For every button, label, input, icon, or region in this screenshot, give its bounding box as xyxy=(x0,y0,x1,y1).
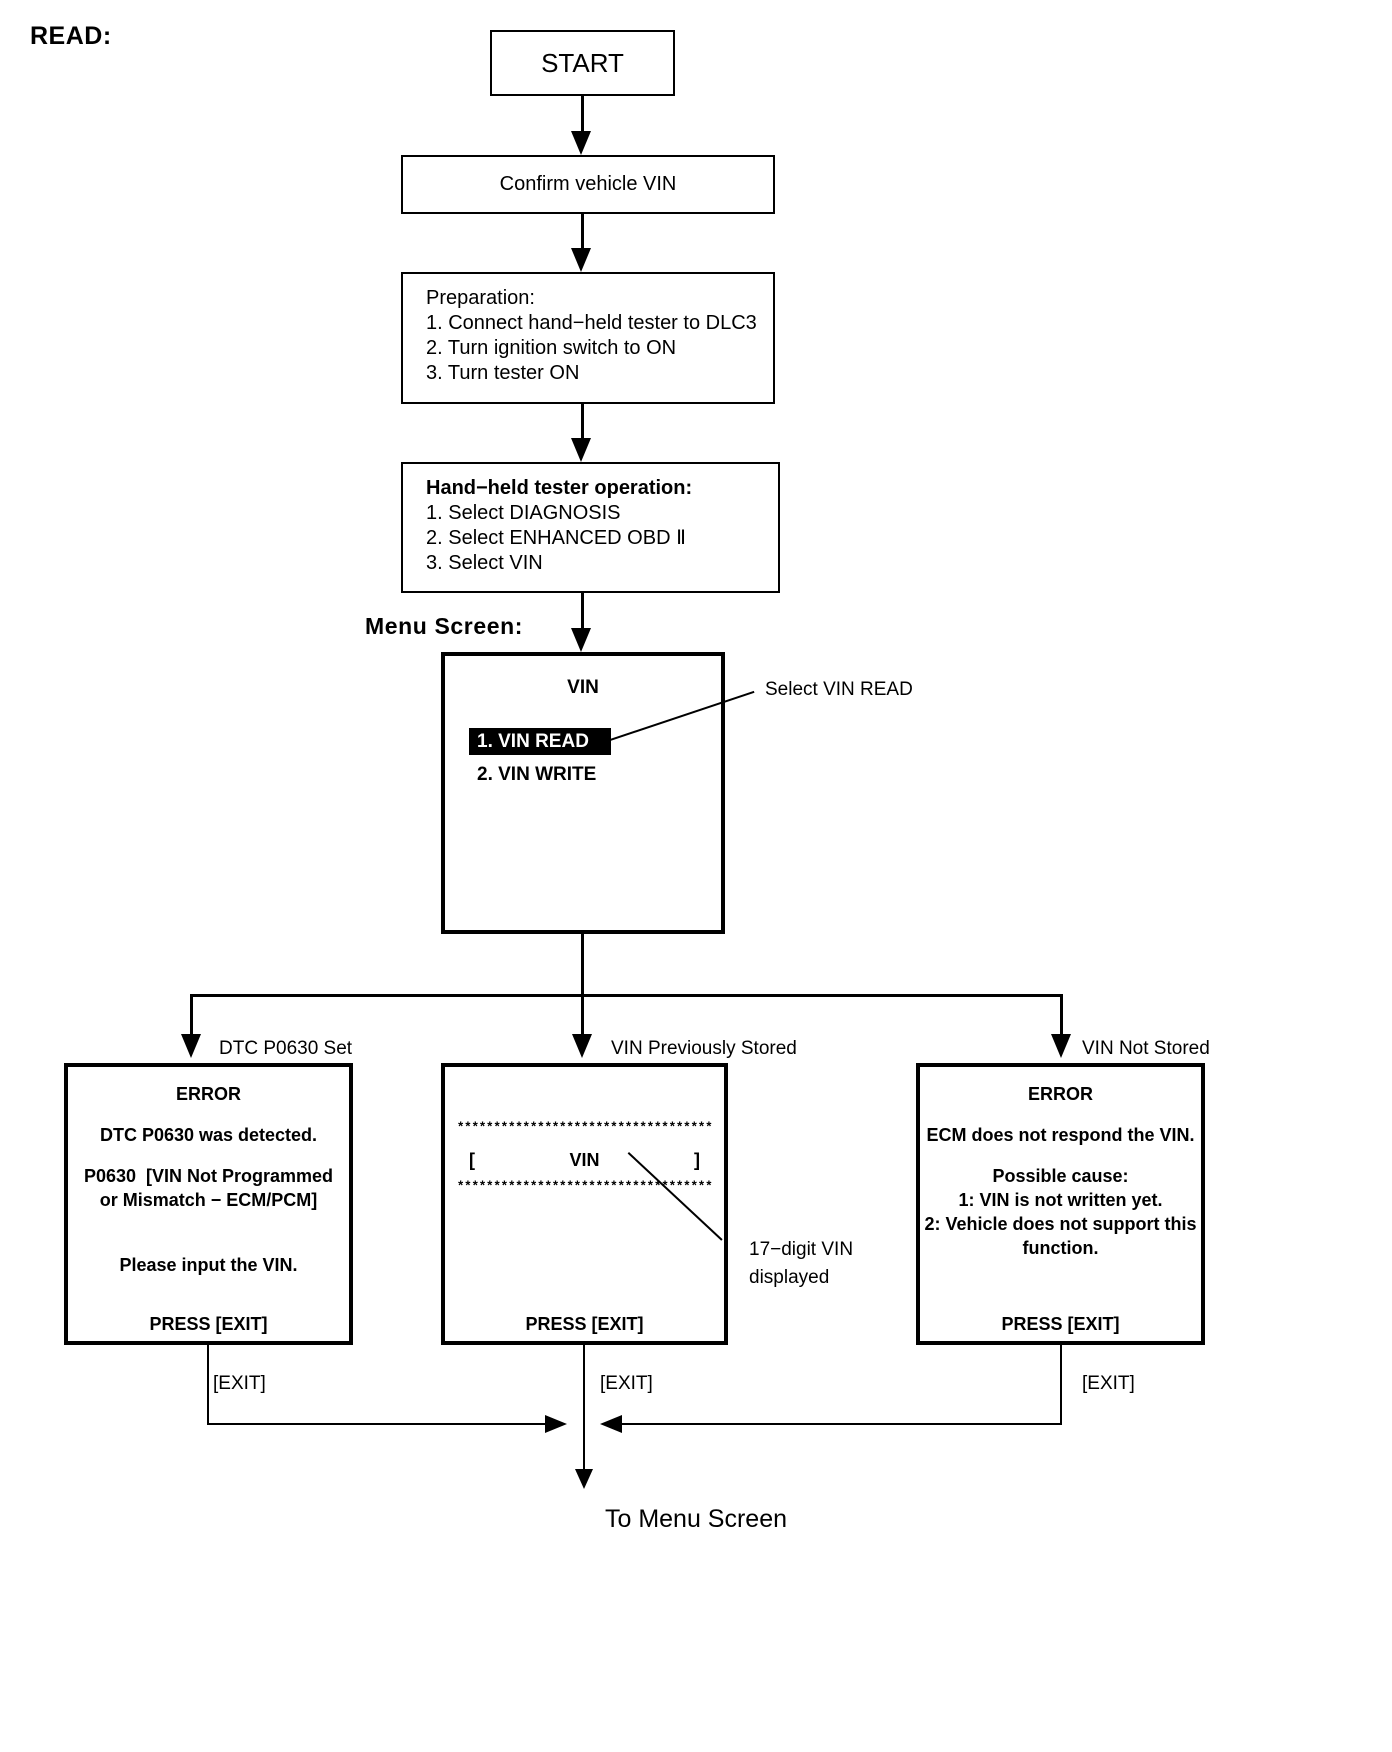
error-left-line-2: P0630 [VIN Not Programmed xyxy=(83,1166,334,1186)
confirm-vin-node: Confirm vehicle VIN xyxy=(401,155,775,214)
connector-merge-footer xyxy=(583,1423,585,1475)
vin-display-screen: *********************************** [ VI… xyxy=(441,1063,728,1345)
branch-label-left: DTC P0630 Set xyxy=(219,1038,353,1059)
connector-exit-middle xyxy=(583,1345,585,1425)
arrowhead-merge-left xyxy=(545,1415,567,1433)
error-left-line-4: Please input the VIN. xyxy=(119,1255,298,1275)
exit-label-middle: [EXIT] xyxy=(600,1373,653,1394)
page-title: READ: xyxy=(30,22,112,50)
connector-branch-right xyxy=(1060,994,1063,1039)
preparation-heading: Preparation: xyxy=(426,287,535,309)
error-screen-no-vin: ERROR ECM does not respond the VIN. Poss… xyxy=(916,1063,1205,1345)
merge-line-left xyxy=(207,1423,554,1425)
error-screen-dtc: ERROR DTC P0630 was detected. P0630 [VIN… xyxy=(64,1063,353,1345)
arrowhead-footer xyxy=(575,1469,593,1489)
vin-press-exit: PRESS [EXIT] xyxy=(525,1314,644,1334)
exit-label-left: [EXIT] xyxy=(213,1373,266,1394)
error-left-line-1: DTC P0630 was detected. xyxy=(99,1125,318,1145)
error-left-press-exit: PRESS [EXIT] xyxy=(149,1314,268,1334)
branch-label-middle: VIN Previously Stored xyxy=(611,1038,797,1059)
arrowhead-branch-right xyxy=(1051,1034,1071,1058)
vin-value: VIN xyxy=(569,1150,600,1170)
vin-bracket-open: [ xyxy=(469,1150,475,1170)
vin-stars-top: *********************************** xyxy=(456,1120,713,1135)
preparation-step-2: 2. Turn ignition switch to ON xyxy=(426,337,677,359)
fanout-horizontal-bus xyxy=(190,994,1063,997)
menu-item-vin-read[interactable]: 1. VIN READ xyxy=(469,728,611,755)
menu-screen-label: Menu Screen: xyxy=(365,613,524,639)
error-right-line-5: function. xyxy=(1022,1238,1099,1258)
callout-select-vin-read: Select VIN READ xyxy=(765,679,913,700)
confirm-vin-label: Confirm vehicle VIN xyxy=(499,173,677,195)
error-left-header: ERROR xyxy=(175,1084,241,1104)
tester-operation-step-2: 2. Select ENHANCED OBD Ⅱ xyxy=(426,527,686,549)
arrowhead-start-confirm xyxy=(571,131,591,155)
vin-bracket-close: ] xyxy=(694,1150,700,1170)
connector-start-confirm xyxy=(581,96,584,136)
error-right-header: ERROR xyxy=(1027,1084,1093,1104)
arrowhead-merge-right xyxy=(600,1415,622,1433)
error-right-line-3: 1: VIN is not written yet. xyxy=(958,1190,1163,1210)
error-right-line-2: Possible cause: xyxy=(992,1166,1129,1186)
connector-prep-tester xyxy=(581,404,584,444)
connector-exit-right xyxy=(1060,1345,1062,1425)
tester-operation-step-3: 3. Select VIN xyxy=(426,552,543,574)
preparation-node: Preparation: 1. Connect hand−held tester… xyxy=(401,272,775,404)
arrowhead-branch-middle xyxy=(572,1034,592,1058)
connector-tester-menu xyxy=(581,593,584,635)
arrowhead-confirm-prep xyxy=(571,248,591,272)
connector-branch-middle xyxy=(581,994,584,1039)
error-right-press-exit: PRESS [EXIT] xyxy=(1001,1314,1120,1334)
connector-confirm-prep xyxy=(581,214,584,252)
menu-screen-title: VIN xyxy=(567,677,599,698)
callout-17-digit-line-1: 17−digit VIN xyxy=(749,1239,854,1260)
preparation-step-1: 1. Connect hand−held tester to DLC3 xyxy=(426,312,757,334)
start-label: START xyxy=(541,47,624,78)
tester-operation-step-1: 1. Select DIAGNOSIS xyxy=(426,502,621,524)
vin-value-row: [ VIN ] xyxy=(445,1150,724,1171)
error-right-line-4: 2: Vehicle does not support this xyxy=(924,1214,1197,1234)
arrowhead-tester-menu xyxy=(571,628,591,652)
tester-operation-heading: Hand−held tester operation: xyxy=(426,477,693,499)
connector-exit-left xyxy=(207,1345,209,1425)
connector-menu-fanout xyxy=(581,934,584,996)
vin-stars-bottom: *********************************** xyxy=(456,1179,713,1194)
error-right-line-1: ECM does not respond the VIN. xyxy=(926,1125,1195,1145)
start-node: START xyxy=(490,30,675,96)
preparation-step-3: 3. Turn tester ON xyxy=(426,362,580,384)
branch-label-right: VIN Not Stored xyxy=(1082,1038,1210,1059)
callout-17-digit-line-2: displayed xyxy=(749,1267,830,1288)
footer-to-menu-screen: To Menu Screen xyxy=(604,1505,788,1533)
arrowhead-prep-tester xyxy=(571,438,591,462)
error-left-line-3: or Mismatch − ECM/PCM] xyxy=(99,1190,318,1210)
exit-label-right: [EXIT] xyxy=(1082,1373,1135,1394)
arrowhead-branch-left xyxy=(181,1034,201,1058)
merge-line-right xyxy=(612,1423,1062,1425)
menu-screen-display: VIN 1. VIN READ 2. VIN WRITE xyxy=(441,652,725,934)
menu-item-vin-write[interactable]: 2. VIN WRITE xyxy=(477,764,597,785)
connector-branch-left xyxy=(190,994,193,1039)
tester-operation-node: Hand−held tester operation: 1. Select DI… xyxy=(401,462,780,593)
